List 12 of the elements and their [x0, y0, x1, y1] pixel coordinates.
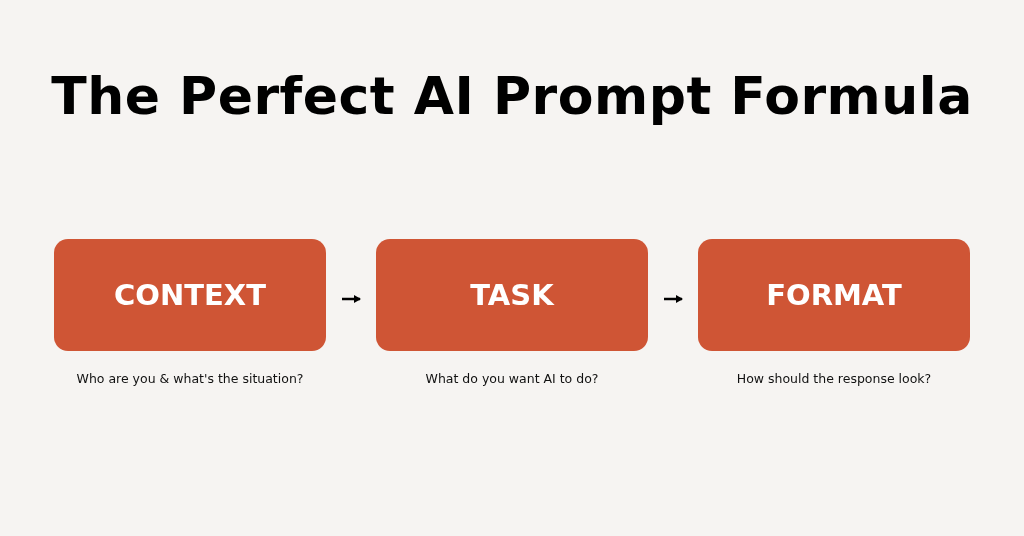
process-box	[54, 239, 326, 351]
node-caption: Who are you & what's the situation?	[75, 371, 305, 386]
box-label: CONTEXT	[114, 278, 266, 312]
title: The Perfect AI Prompt Formula	[50, 66, 974, 126]
box-label: FORMAT	[766, 278, 902, 312]
node-caption: What do you want AI to do?	[424, 371, 600, 386]
box-label: TASK	[470, 278, 554, 312]
process-box	[376, 239, 648, 351]
node-caption: How should the response look?	[735, 371, 933, 386]
arrow	[342, 295, 361, 303]
arrow	[664, 295, 683, 303]
process-box	[698, 239, 970, 351]
